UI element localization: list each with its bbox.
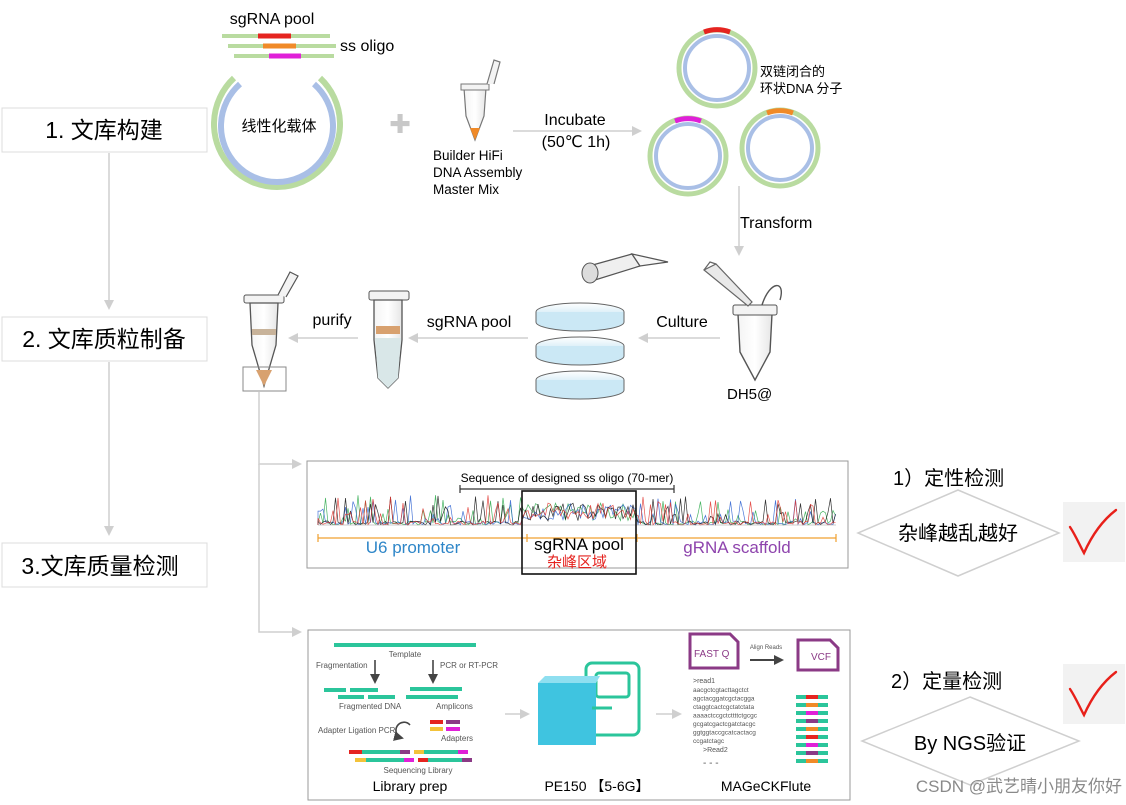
master-mix-line2: DNA Assembly xyxy=(433,165,523,180)
prep-sgrna-pool-label: sgRNA pool xyxy=(427,314,512,331)
step2-box xyxy=(1,316,208,362)
u6-promoter-label: U6 promoter xyxy=(366,538,461,557)
step3-label: 3.文库质量检测 xyxy=(21,553,178,579)
ellipsis-label: - - - xyxy=(703,758,719,769)
read-sequence-line: ggtggtaccgcatcactacg xyxy=(693,730,756,737)
sgrna-highlight-box xyxy=(521,490,637,575)
to-chromatogram-arrow xyxy=(258,392,302,469)
read-sequence-line: gcgatcgactcgatctacgc xyxy=(693,721,756,728)
read2-label: >Read2 xyxy=(703,747,728,754)
qualitative-diamond xyxy=(856,489,1061,577)
circular-plasmid-orange xyxy=(739,107,821,189)
pcr-label: PCR or RT-PCR xyxy=(440,661,498,670)
library-prep-label: Library prep xyxy=(373,778,448,794)
ss-oligo-strands xyxy=(222,33,336,59)
quantitative-title: 2）定量检测 xyxy=(891,670,1002,693)
fragmented-dna-label: Fragmented DNA xyxy=(339,702,402,711)
chromatogram-panel: Sequence of designed ss oligo (70-mer) U… xyxy=(306,460,849,575)
fastq-file-icon xyxy=(688,632,740,670)
fastq-label: FAST Q xyxy=(694,649,730,660)
sequencer-label: PE150 【5-6G】 xyxy=(544,778,649,794)
chromatogram-trace-line xyxy=(317,495,836,526)
circular-dna-line1: 双链闭合的 xyxy=(760,64,825,79)
fragmentation-label: Fragmentation xyxy=(316,661,368,670)
master-mix-line3: Master Mix xyxy=(433,182,499,197)
template-label: Template xyxy=(389,650,422,659)
adapter-ligation-label: Adapter Ligation PCR xyxy=(318,726,396,735)
chromatogram-trace xyxy=(317,495,836,526)
purify-label: purify xyxy=(312,312,351,329)
step3-box xyxy=(1,542,208,588)
read-sequence-line: aacgctcgtacttagctct xyxy=(693,687,749,694)
read1-label: >read1 xyxy=(693,678,715,685)
peak-region-label: 杂峰区域 xyxy=(547,554,607,571)
grna-scaffold-label: gRNA scaffold xyxy=(683,538,790,557)
circular-plasmid-red xyxy=(676,27,758,109)
read-sequence-line: ctaggtcactcgctatctata xyxy=(693,704,754,711)
transformation-tube-icon xyxy=(702,261,782,382)
sequencing-library-label: Sequencing Library xyxy=(384,766,453,775)
eppendorf-tube-icon xyxy=(242,271,299,392)
reaction-tube-icon xyxy=(460,59,501,142)
chromatogram-trace-line xyxy=(317,495,836,526)
petri-dish-stack xyxy=(535,302,625,400)
watermark: CSDN @武艺晴小朋友你好 xyxy=(916,777,1122,796)
read-sequence-line: ccgatctagc xyxy=(693,738,725,745)
read-sequence-line: aaaactccgctcttttctgcgc xyxy=(693,713,758,720)
strain-label: DH5@ xyxy=(727,386,772,403)
step2-label: 2. 文库质粒制备 xyxy=(22,326,186,352)
region-axis xyxy=(317,534,837,542)
prep-section: DH5@ Culture sgRNA pool purify xyxy=(242,253,782,637)
read-sequences: aacgctcgtacttagctct agctacggatcgctacggact… xyxy=(693,687,758,745)
align-reads-label: Align Reads xyxy=(750,645,782,651)
checkmark-icon xyxy=(1068,508,1118,556)
oligo-bracket xyxy=(459,485,675,493)
sgrna-pool-label: sgRNA pool xyxy=(230,11,315,28)
qualitative-criterion: 杂峰越乱越好 xyxy=(898,522,1018,545)
chromatogram-title: Sequence of designed ss oligo (70-mer) xyxy=(461,471,674,485)
ngs-panel: Template Fragmentation PCR or RT-PCR Fra… xyxy=(307,629,851,801)
transform-label: Transform xyxy=(740,215,812,232)
read-sequence-line: agctacggatcgctacgga xyxy=(693,696,755,703)
culture-label: Culture xyxy=(656,314,708,331)
checkmark-icon-2 xyxy=(1068,670,1118,718)
step-column: 1. 文库构建 2. 文库质粒制备 3.文库质量检测 xyxy=(1,107,208,588)
centrifuge-tube-icon xyxy=(581,253,669,284)
incubate-condition: (50℃ 1h) xyxy=(542,134,611,151)
amplicons-label: Amplicons xyxy=(436,702,473,711)
adapters-label: Adapters xyxy=(441,734,473,743)
ss-oligo-label: ss oligo xyxy=(340,38,394,55)
construction-section: sgRNA pool ss oligo 线性化载体 ✚ Builder HiFi… xyxy=(211,11,842,256)
linear-vector xyxy=(211,75,343,191)
master-mix-line1: Builder HiFi xyxy=(433,148,503,163)
sequencer-icon xyxy=(538,661,641,745)
step1-label: 1. 文库构建 xyxy=(45,117,163,143)
plus-icon: ✚ xyxy=(389,109,411,139)
to-ngs-arrow xyxy=(258,464,302,637)
conical-tube-icon xyxy=(368,290,410,389)
vcf-file-icon xyxy=(796,638,840,672)
sgrna-region-label: sgRNA pool xyxy=(534,535,624,554)
quantitative-criterion: By NGS验证 xyxy=(914,732,1026,755)
circular-plasmid-magenta xyxy=(647,115,729,197)
qualitative-title: 1）定性检测 xyxy=(893,467,1004,490)
incubate-label: Incubate xyxy=(544,112,605,129)
vcf-label: VCF xyxy=(811,652,831,663)
quantitative-panel: 2）定量检测 By NGS验证 xyxy=(860,664,1125,786)
qualitative-panel: 1）定性检测 杂峰越乱越好 xyxy=(856,467,1125,577)
tool-label: MAGeCKFlute xyxy=(721,778,811,794)
step1-box xyxy=(1,107,208,153)
circular-dna-line2: 环状DNA 分子 xyxy=(760,81,842,96)
variant-bars xyxy=(796,695,828,763)
linear-vector-label: 线性化载体 xyxy=(241,118,316,135)
quantitative-diamond xyxy=(860,696,1082,786)
